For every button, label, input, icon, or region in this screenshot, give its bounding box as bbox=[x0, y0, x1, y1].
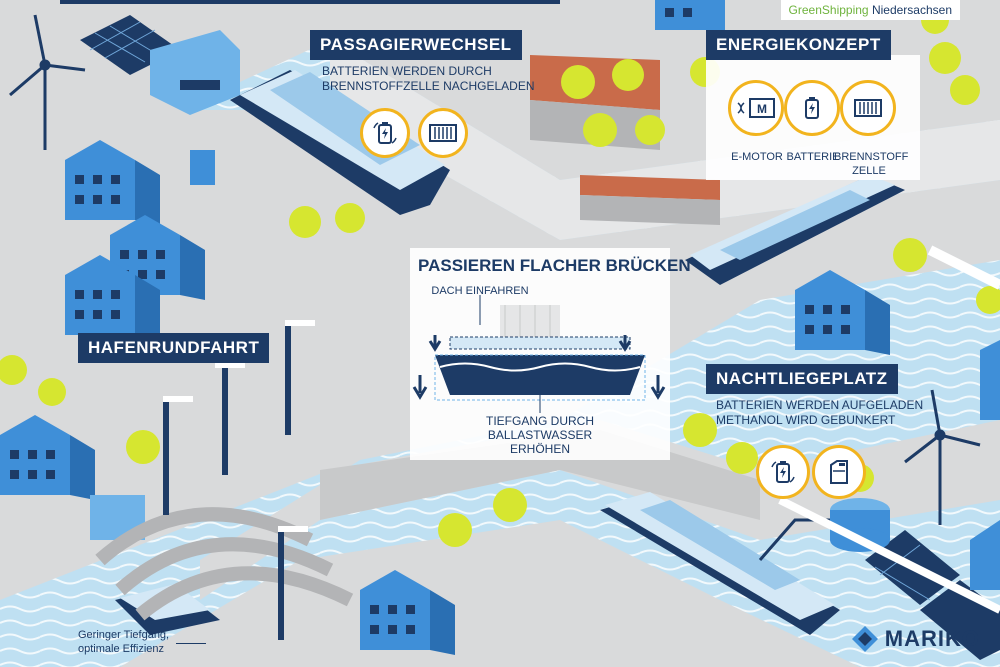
top-bar bbox=[60, 0, 560, 4]
tiefgang-note-pointer bbox=[176, 643, 206, 644]
hafenrundfahrt-title: HAFENRUNDFAHRT bbox=[78, 333, 270, 363]
passagierwechsel-desc: BATTERIEN WERDEN DURCH BRENNSTOFFZELLE N… bbox=[322, 64, 535, 94]
e-motor-label: E-MOTOR bbox=[731, 151, 783, 163]
passagierwechsel-title: PASSAGIERWECHSEL bbox=[310, 30, 522, 60]
mariko-logo: MARIKO bbox=[851, 625, 980, 653]
brand-region: Niedersachsen bbox=[868, 3, 952, 17]
tiefgang-label-line1: TIEFGANG DURCH bbox=[486, 414, 594, 428]
energiekonzept-title: ENERGIEKONZEPT bbox=[706, 30, 891, 60]
tiefgang-note: Geringer Tiefgang, optimale Effizienz bbox=[78, 628, 169, 656]
tiefgang-label-line2: BALLASTWASSER bbox=[487, 428, 593, 442]
bruecken-diagram bbox=[412, 295, 666, 413]
methanol-canister-icon bbox=[812, 445, 866, 499]
passagierwechsel-desc-line2: BRENNSTOFFZELLE NACHGELADEN bbox=[322, 79, 535, 93]
boat-nachtliegeplatz bbox=[600, 492, 840, 635]
brennstoffzelle-icon bbox=[840, 80, 896, 136]
street-lamps bbox=[163, 320, 315, 640]
battery-night-icon bbox=[756, 445, 810, 499]
brennstoffzelle-label-line1: BRENNSTOFF bbox=[834, 151, 909, 163]
nachtliegeplatz-desc: BATTERIEN WERDEN AUFGELADEN METHANOL WIR… bbox=[716, 398, 923, 428]
bruecken-title: PASSIEREN FLACHER BRÜCKEN bbox=[418, 256, 691, 275]
tiefgang-label: TIEFGANG DURCH BALLASTWASSER ERHÖHEN bbox=[410, 414, 670, 456]
nachtliegeplatz-desc-line1: BATTERIEN WERDEN AUFGELADEN bbox=[716, 398, 924, 412]
wind-turbine-right bbox=[904, 389, 981, 525]
mariko-logo-text: MARIKO bbox=[884, 626, 980, 651]
tiefgang-note-line1: Geringer Tiefgang, bbox=[78, 629, 170, 641]
boat-energie bbox=[685, 175, 905, 285]
tiefgang-note-line2: optimale Effizienz bbox=[78, 643, 165, 655]
brennstoffzelle-label: BRENNSTOFF ZELLE bbox=[834, 150, 909, 178]
brennstoffzelle-label-line2: ZELLE bbox=[852, 165, 886, 177]
nachtliegeplatz-desc-line2: METHANOL WIRD GEBUNKERT bbox=[716, 413, 896, 427]
mariko-logo-icon bbox=[851, 626, 878, 652]
brand-green: GreenShipping bbox=[788, 3, 869, 17]
e-motor-icon: M bbox=[728, 80, 784, 136]
svg-text:M: M bbox=[757, 102, 767, 116]
bruecken-panel bbox=[410, 248, 670, 460]
brand-header: GreenShipping Niedersachsen bbox=[780, 0, 960, 20]
battery-icon bbox=[784, 80, 840, 136]
battery-charge-icon bbox=[360, 108, 410, 158]
wind-turbine-left bbox=[9, 14, 86, 150]
nachtliegeplatz-title: NACHTLIEGEPLATZ bbox=[706, 364, 898, 394]
tiefgang-label-line3: ERHÖHEN bbox=[509, 442, 570, 456]
dach-einfahren-label: DACH EINFAHREN bbox=[431, 285, 529, 297]
passagierwechsel-desc-line1: BATTERIEN WERDEN DURCH bbox=[322, 64, 492, 78]
fuel-cell-icon bbox=[418, 108, 468, 158]
batterie-label: BATTERIE bbox=[786, 151, 840, 163]
